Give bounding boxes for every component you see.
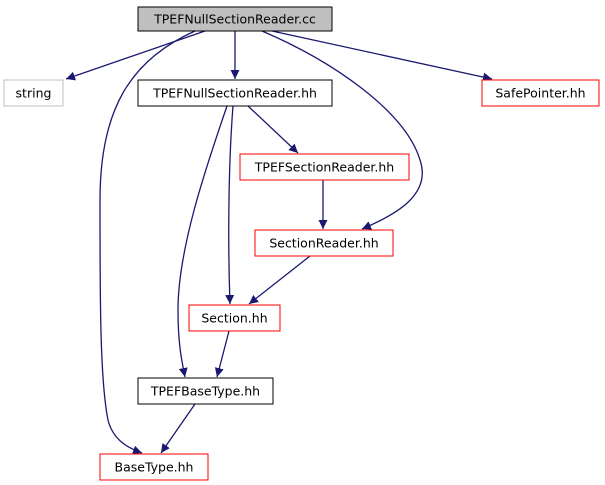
node-safe-pointer-hh[interactable]: SafePointer.hh (481, 79, 600, 107)
edge-tpef-base-type-hh-to-base-type-hh (160, 403, 196, 454)
node-label: Section.hh (201, 311, 267, 326)
node-tpef-base-type-hh[interactable]: TPEFBaseType.hh (137, 377, 274, 405)
node-label: BaseType.hh (115, 460, 194, 475)
node-label: SectionReader.hh (269, 236, 378, 251)
node-string[interactable]: string (3, 79, 64, 107)
edge-tpef-null-section-reader-cc-to-base-type-hh (99, 30, 196, 455)
node-box (3, 79, 64, 107)
edge-tpef-null-section-reader-cc-to-string (65, 30, 206, 81)
node-label: string (16, 86, 52, 101)
node-label: SafePointer.hh (495, 86, 585, 101)
node-section-reader-hh[interactable]: SectionReader.hh (254, 229, 394, 257)
node-section-hh[interactable]: Section.hh (188, 304, 281, 332)
edge-tpef-null-section-reader-hh-to-tpef-section-reader-hh (247, 105, 299, 154)
node-label: TPEFSectionReader.hh (254, 160, 394, 175)
node-tpef-null-section-reader-hh[interactable]: TPEFNullSectionReader.hh (137, 79, 333, 107)
node-box (137, 377, 274, 405)
edge-section-hh-to-tpef-base-type-hh (214, 330, 230, 378)
node-box (239, 153, 410, 181)
node-label: TPEFNullSectionReader.cc (153, 12, 316, 27)
edge-tpef-null-section-reader-cc-to-safe-pointer-hh (271, 30, 493, 82)
node-label: TPEFNullSectionReader.hh (152, 86, 317, 101)
node-tpef-null-section-reader-cc: TPEFNullSectionReader.cc (137, 6, 333, 32)
edge-tpef-null-section-reader-cc-to-section-reader-hh (261, 30, 423, 230)
node-box (254, 229, 394, 257)
node-box (188, 304, 281, 332)
node-box (137, 79, 333, 107)
edges-layer (65, 30, 493, 455)
node-tpef-section-reader-hh[interactable]: TPEFSectionReader.hh (239, 153, 410, 181)
node-box (99, 453, 209, 481)
edge-tpef-null-section-reader-hh-to-tpef-base-type-hh (177, 105, 228, 378)
node-label: TPEFBaseType.hh (150, 384, 260, 399)
node-box (481, 79, 600, 107)
node-base-type-hh[interactable]: BaseType.hh (99, 453, 209, 481)
edge-section-reader-hh-to-section-hh (248, 255, 311, 305)
node-box (137, 6, 333, 32)
nodes-layer: TPEFNullSectionReader.cc string TPEFNullSe… (3, 6, 600, 481)
edge-tpef-null-section-reader-hh-to-section-hh (225, 105, 235, 305)
